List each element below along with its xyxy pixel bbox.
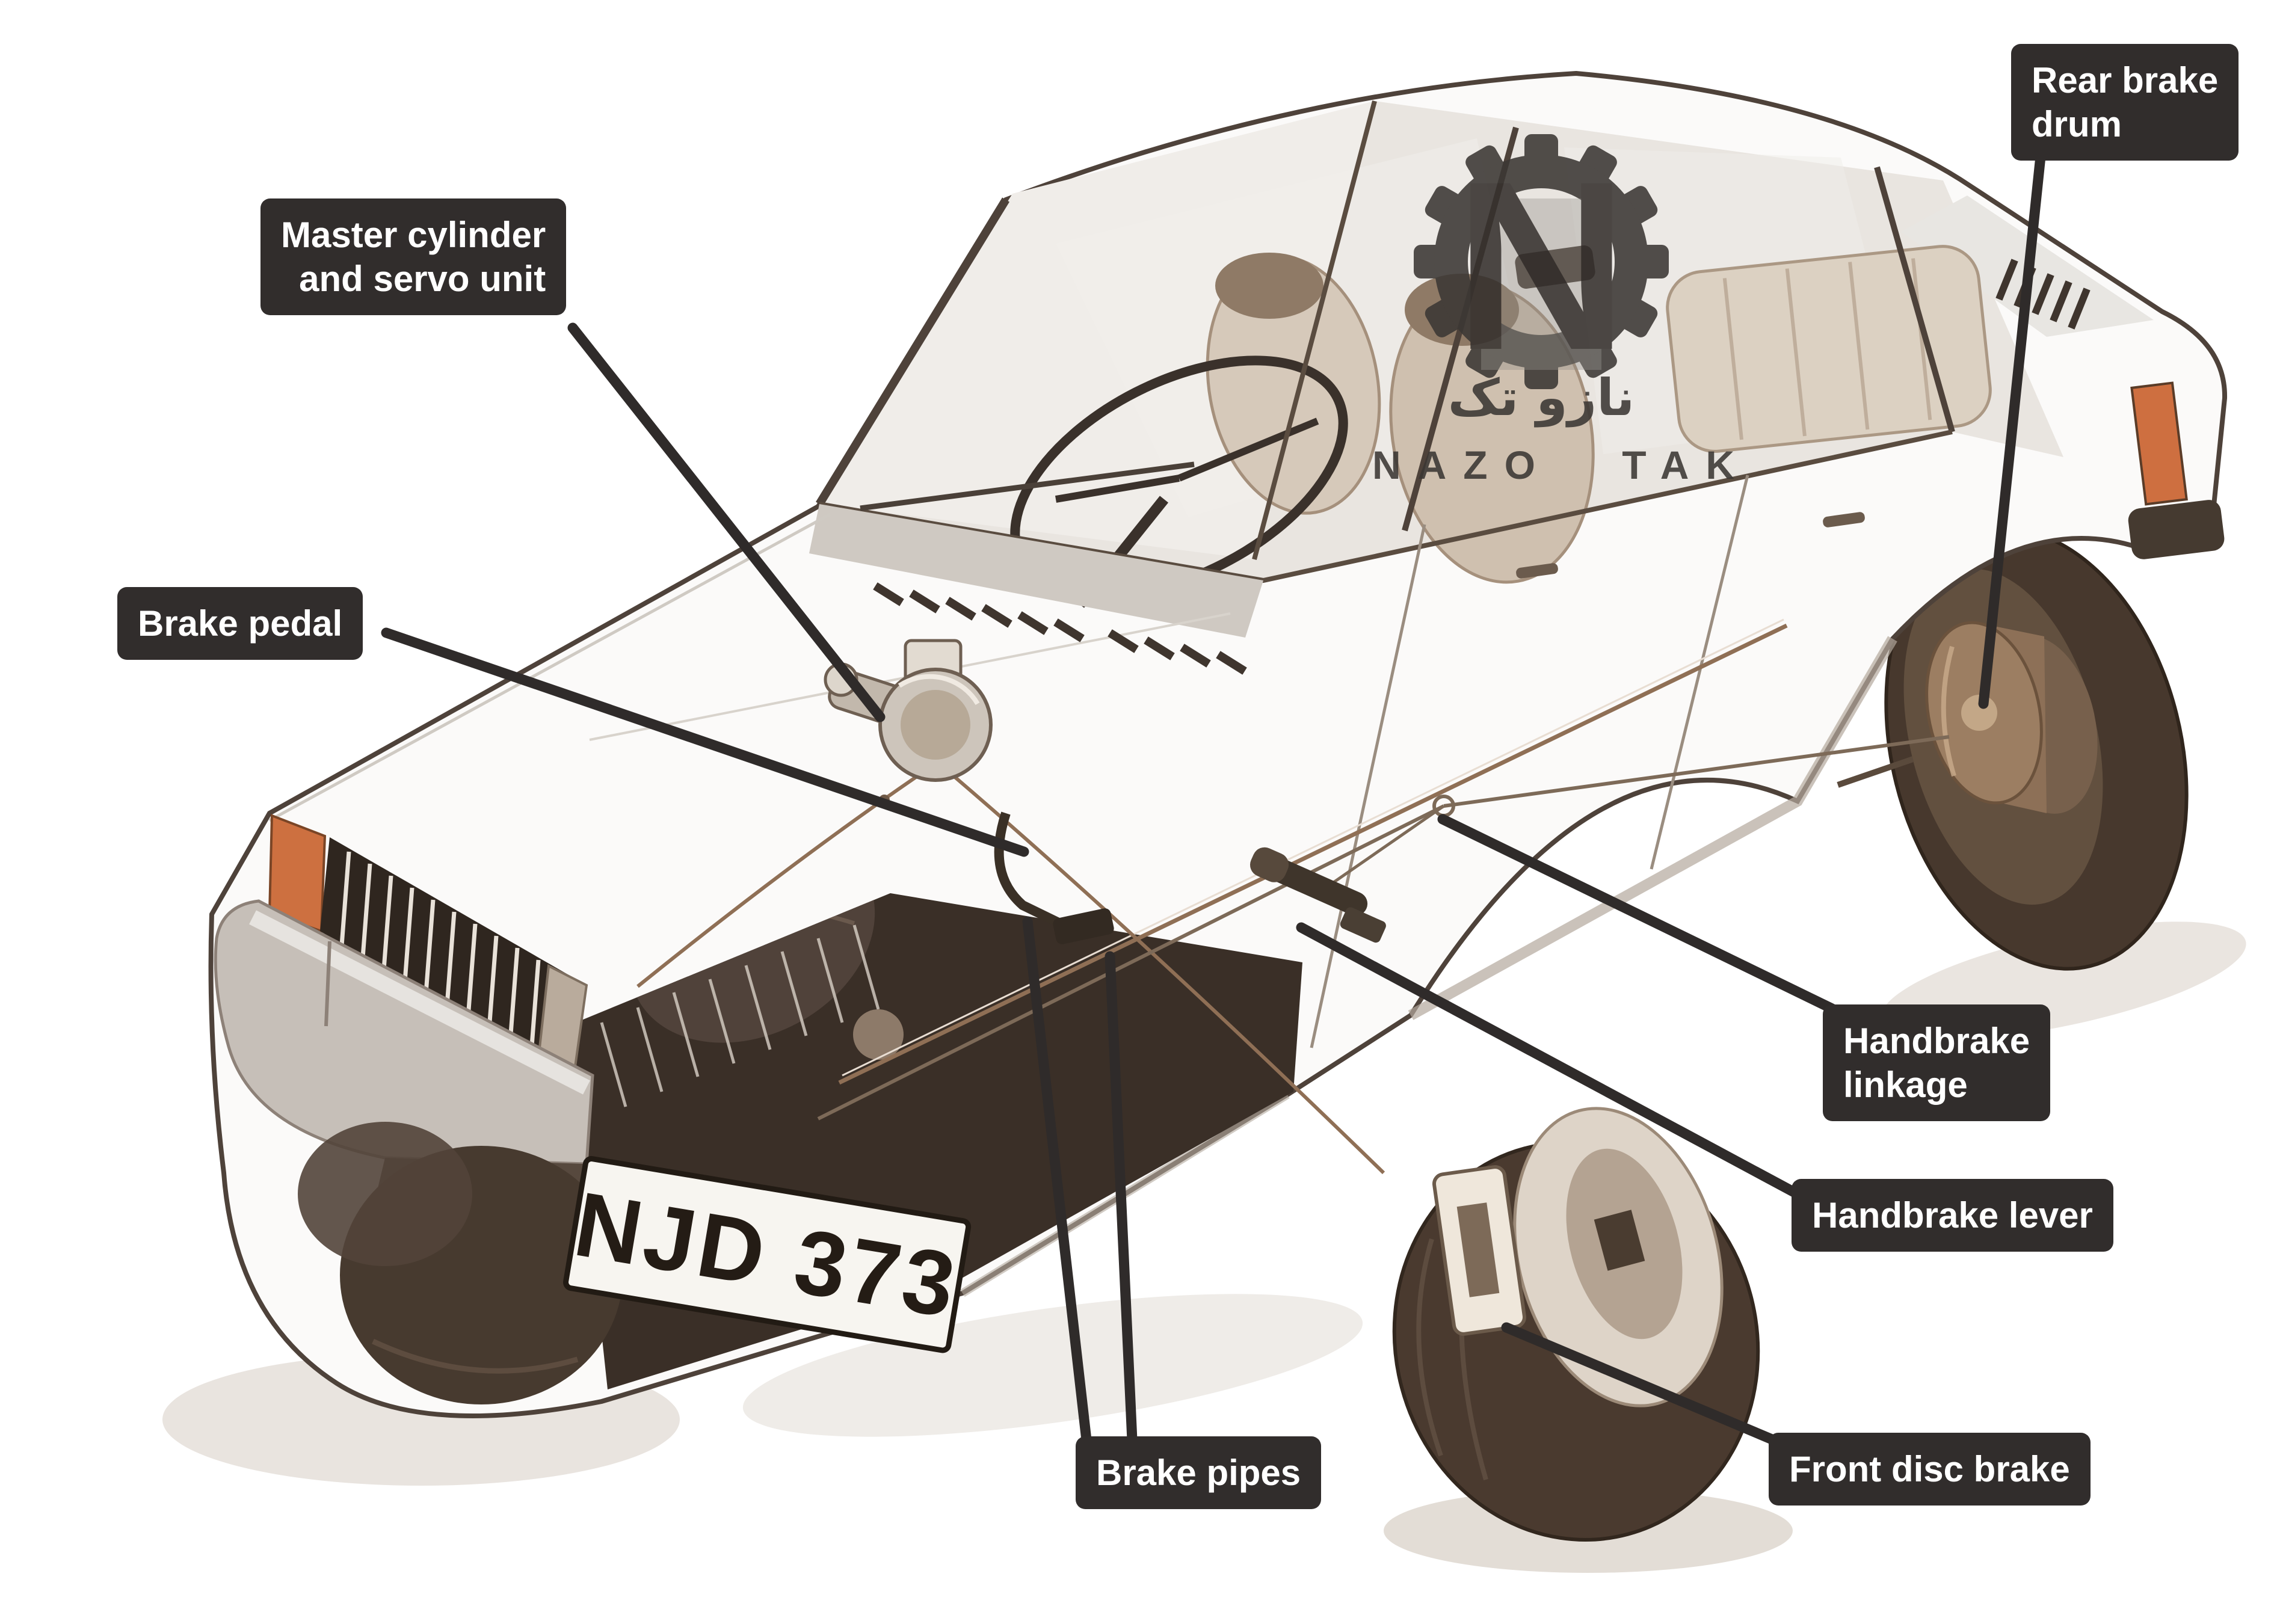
- grille-slats: [339, 851, 541, 1054]
- leader-handbrake-lever: [1296, 922, 1808, 1202]
- label-handbrake-linkage: Handbrake linkage: [1823, 1004, 2051, 1122]
- leader-handbrake-linkage: [1437, 814, 1851, 1021]
- leader-brake-pedal: [381, 627, 1029, 857]
- label-text: Handbrake: [1843, 1021, 2030, 1061]
- label-master-cylinder: Master cylinder and servo unit: [260, 198, 567, 316]
- rear-lamp: [2130, 381, 2188, 506]
- label-brake-pedal: Brake pedal: [117, 587, 363, 660]
- label-front-disc-brake: Front disc brake: [1769, 1433, 2091, 1506]
- front-fascia: [214, 814, 623, 1404]
- c-pillar: [1874, 166, 1955, 433]
- front-bumper: [214, 899, 594, 1166]
- door-handle-icon: [1823, 512, 1865, 527]
- label-handbrake-lever: Handbrake lever: [1792, 1179, 2113, 1252]
- rearview-mirror-icon: [1515, 245, 1595, 289]
- brake-pedal-part: [994, 811, 1114, 944]
- front-grille: [320, 837, 587, 1084]
- front-disc-brake-part: [1432, 1107, 1724, 1407]
- label-text: Brake pipes: [1096, 1453, 1301, 1493]
- label-text: and servo unit: [299, 259, 546, 300]
- handbrake-lever-part: [1249, 847, 1386, 943]
- label-text: Master cylinder: [281, 215, 546, 255]
- logo-arabic-name: نازو تک: [1448, 368, 1635, 428]
- dash-cowl: [809, 504, 1263, 638]
- rear-brake-drum-part: [1925, 621, 2098, 814]
- leader-front-disc-brake: [1501, 1322, 1787, 1449]
- leader-master-cylinder: [567, 322, 886, 722]
- label-text: linkage: [1843, 1065, 1968, 1106]
- label-text: Front disc brake: [1789, 1449, 2070, 1489]
- handbrake-cable: [817, 735, 1950, 1121]
- label-rear-brake-drum: Rear brake drum: [2011, 44, 2239, 161]
- rear-bumper: [2128, 500, 2225, 559]
- label-brake-pipes: Brake pipes: [1076, 1436, 1322, 1510]
- label-text: Rear brake: [2032, 60, 2219, 100]
- rear-wheel: [1837, 527, 2189, 971]
- brake-pipes-part: [636, 618, 1788, 1175]
- label-text: Handbrake lever: [1812, 1195, 2093, 1235]
- gear-icon: [1414, 134, 1669, 389]
- label-text: drum: [2032, 104, 2122, 145]
- door-handle-icon: [1516, 563, 1558, 579]
- nazo-tak-logo: N نازو تک NAZO TAK: [1372, 131, 1751, 487]
- wiper-and-vents: [860, 461, 1247, 675]
- a-pillar: [816, 197, 1009, 506]
- leader-lines: [381, 151, 2046, 1449]
- cabin: [809, 100, 2154, 638]
- rear-bench-seat: [1666, 245, 1992, 453]
- leader-brake-pipes-1: [1022, 916, 1092, 1445]
- front-right-wheel: [1392, 1107, 1760, 1542]
- logo-latin-name: NAZO TAK: [1372, 443, 1751, 487]
- leader-rear-brake-drum: [1978, 151, 2046, 709]
- logo-n-monogram: N: [1455, 131, 1628, 400]
- label-text: Brake pedal: [138, 603, 343, 644]
- driver-headrest: [1215, 253, 1323, 319]
- leader-brake-pipes-2: [1105, 951, 1138, 1445]
